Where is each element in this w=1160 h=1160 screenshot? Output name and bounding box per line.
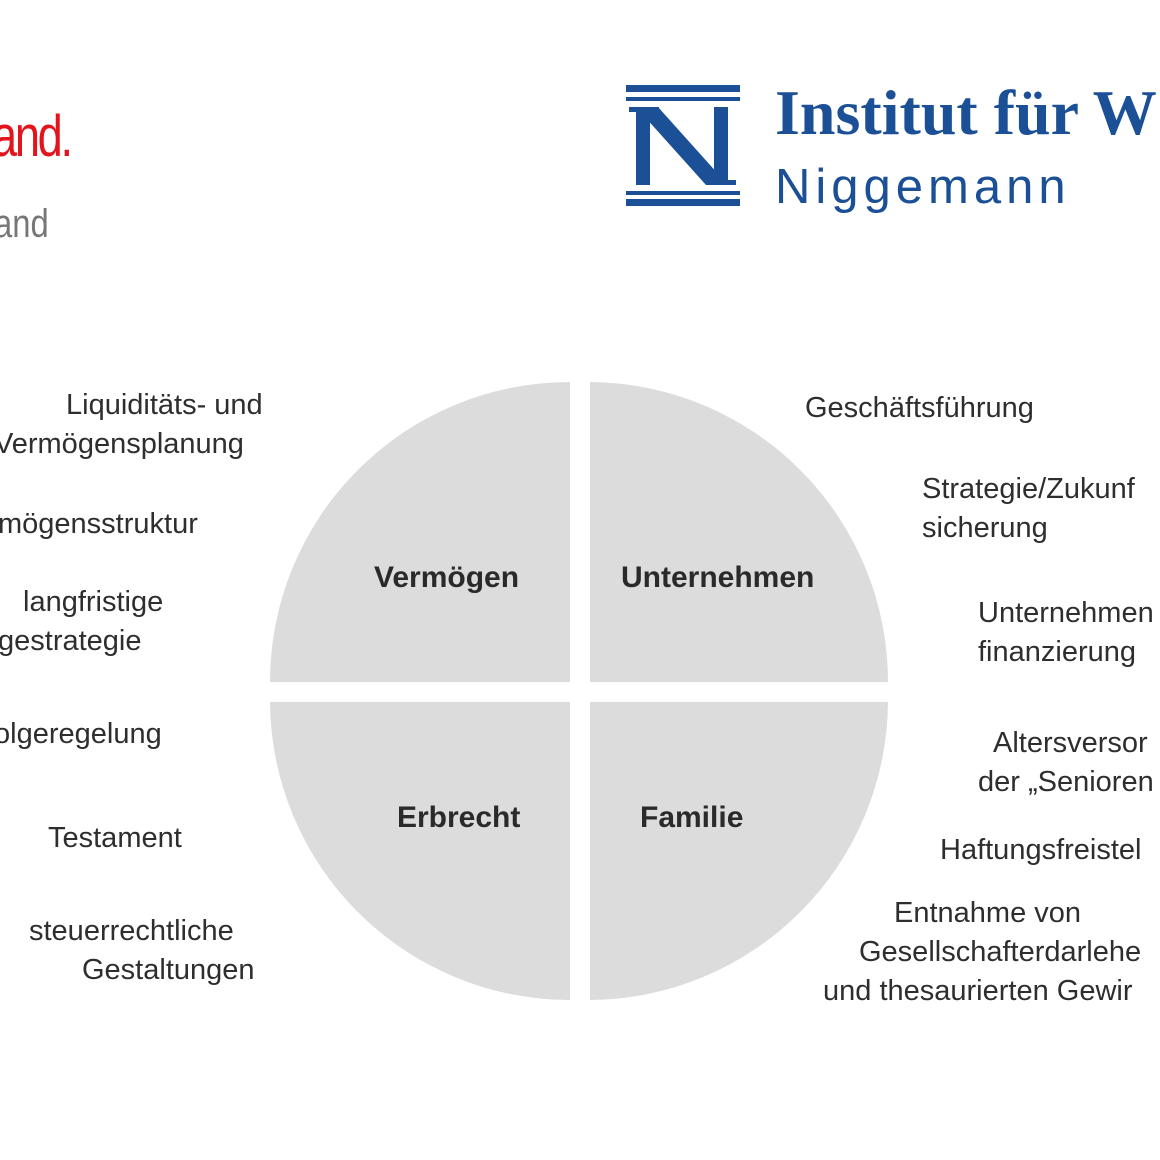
institute-title: Institut für W [775, 77, 1157, 148]
quadrant-label-erbrecht: Erbrecht [397, 801, 521, 834]
right-label: Strategie/Zukunf [922, 473, 1135, 505]
left-label: Gestaltungen [82, 954, 255, 986]
left-label: steuerrechtliche [29, 915, 234, 947]
quadrant-erbrecht [270, 702, 570, 1000]
quadrant-unternehmen [590, 382, 888, 682]
left-label: langfristige [23, 586, 164, 618]
institute-logo-icon [626, 85, 740, 206]
quadrant-label-unternehmen: Unternehmen [621, 561, 815, 594]
right-label: Geschäftsführung [805, 392, 1034, 424]
quadrant-label-familie: Familie [640, 801, 744, 834]
right-label: Gesellschafterdarlehe [859, 936, 1142, 968]
partner-logo-text: and. [0, 104, 73, 169]
quadrant-vermoegen [270, 382, 570, 682]
right-label: und thesaurierten Gewir [823, 975, 1133, 1007]
right-label: Entnahme von [894, 897, 1082, 929]
left-label: mögensstruktur [0, 508, 198, 540]
left-label: Liquiditäts- und [66, 389, 263, 421]
right-label: Altersversor [993, 727, 1148, 759]
left-label: olgeregelung [0, 718, 162, 750]
right-label: Haftungsfreistel [940, 834, 1142, 866]
left-label: Testament [48, 822, 182, 854]
right-label: sicherung [922, 512, 1048, 544]
left-label: gestrategie [0, 625, 142, 657]
institute-subtitle: Niggemann [775, 160, 1071, 214]
quadrant-familie [590, 702, 888, 1000]
right-label: Unternehmen [978, 597, 1154, 629]
right-label: finanzierung [978, 636, 1136, 668]
quadrant-label-vermoegen: Vermögen [374, 561, 520, 594]
quadrant-circle [270, 382, 888, 1000]
left-label: Vermögensplanung [0, 428, 244, 460]
right-label: der „Senioren [978, 766, 1154, 798]
partner-logo-subtext: and [0, 202, 49, 246]
